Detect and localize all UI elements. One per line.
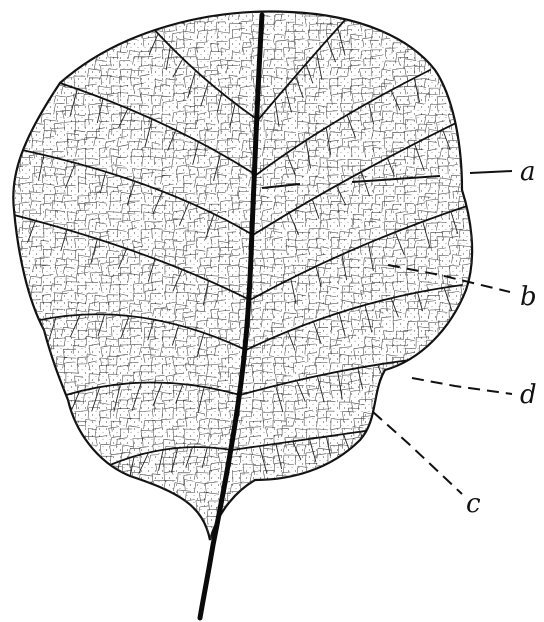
- label-a: a: [520, 157, 536, 187]
- label-d: d: [520, 380, 537, 410]
- pointer-c: [373, 412, 462, 494]
- label-c: c: [466, 489, 481, 519]
- pointer-d: [412, 378, 512, 394]
- leaf-blade: [6, 10, 488, 618]
- label-b: b: [520, 282, 537, 312]
